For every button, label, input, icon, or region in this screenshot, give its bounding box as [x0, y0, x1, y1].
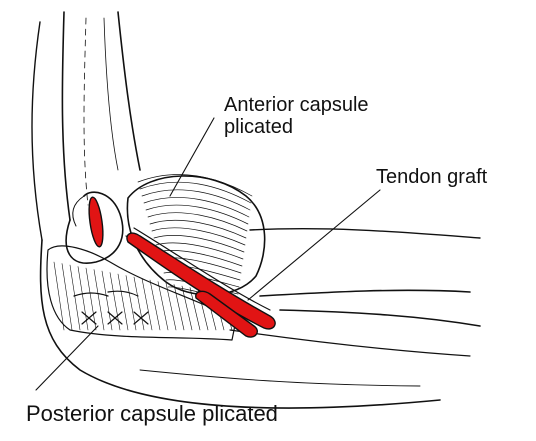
leader-lines	[36, 118, 380, 390]
graft-humeral-segment	[87, 196, 106, 247]
capsule-fiber-line	[152, 228, 245, 245]
posterior-fiber-line	[150, 280, 160, 330]
anterior-capsule-label: Anterior capsule plicated	[224, 94, 369, 139]
anterior-label-line2: plicated	[224, 116, 369, 138]
tendon-leader-line	[248, 190, 380, 300]
capsule-fiber-line	[138, 175, 252, 196]
posterior-leader-line	[36, 326, 98, 390]
posterior-fiber-line	[126, 276, 136, 331]
humerus-outline	[32, 12, 140, 240]
tendon-graft-label: Tendon graft	[376, 166, 487, 188]
posterior-fiber-line	[86, 268, 96, 330]
posterior-capsule-label: Posterior capsule plicated	[26, 402, 278, 427]
posterior-fiber-line	[166, 283, 176, 330]
anterior-label-line1: Anterior capsule	[224, 94, 369, 116]
posterior-fiber-line	[62, 264, 72, 331]
capsule-fiber-line	[150, 220, 246, 238]
capsule-fiber-line	[140, 182, 251, 203]
anterior-leader-line	[170, 118, 214, 196]
posterior-fiber-line	[142, 279, 152, 331]
posterior-fiber-line	[94, 270, 104, 331]
posterior-fiber-line	[70, 265, 80, 330]
plication-sutures	[74, 291, 148, 324]
